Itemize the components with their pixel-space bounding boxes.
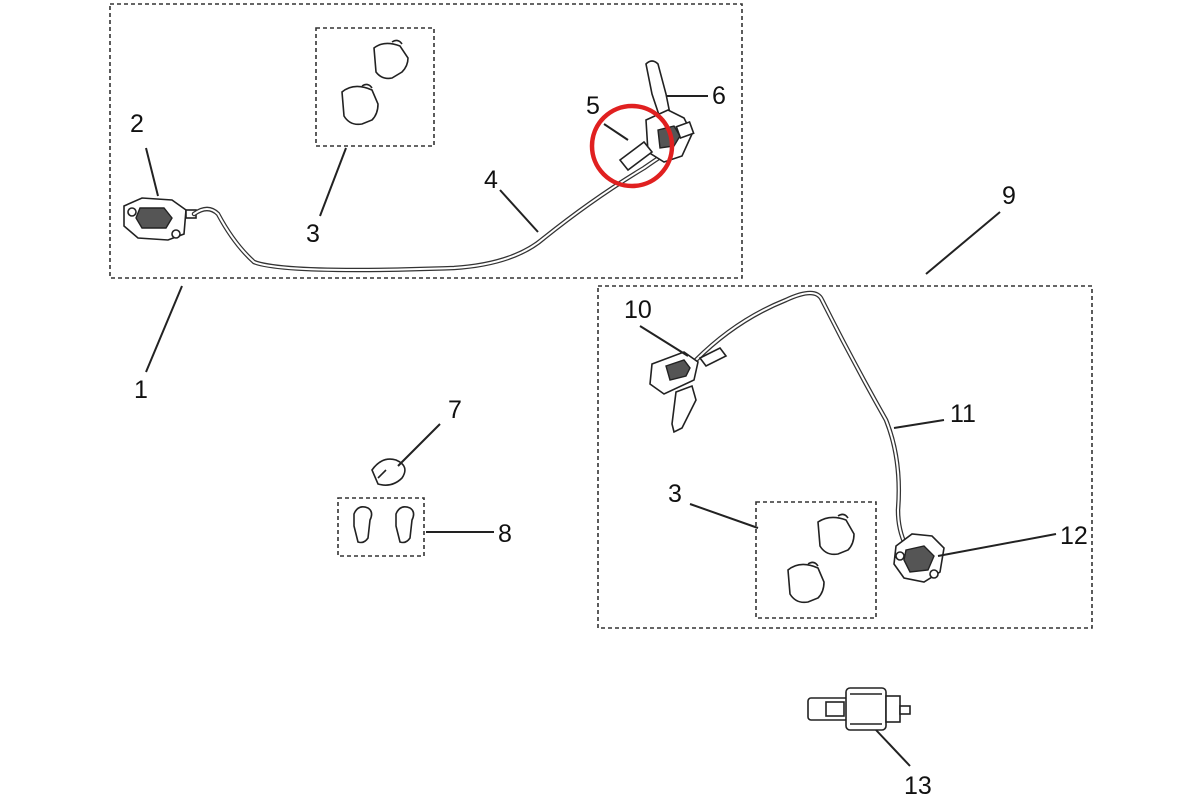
brake-caliper-icon[interactable] (123, 197, 197, 241)
callout-labels: 1 2 3 4 5 6 7 8 9 10 11 12 3 13 (130, 82, 1088, 800)
callout-1: 1 (134, 376, 148, 404)
callout-8: 8 (498, 520, 512, 548)
brake-lever-icon[interactable] (649, 346, 728, 434)
front-brake-assembly-box[interactable] (109, 3, 743, 279)
brake-light-switch-icon[interactable] (807, 687, 911, 731)
hose-clip-icon[interactable] (371, 458, 406, 486)
leader-7 (397, 423, 441, 467)
callout-4: 4 (484, 166, 498, 194)
highlight-circle (589, 103, 675, 189)
leader-13 (875, 729, 911, 767)
brake-pad-icon (787, 513, 855, 604)
clip-set-box[interactable] (337, 497, 425, 557)
callout-3-rear: 3 (668, 480, 682, 508)
pad-set-box-rear[interactable] (755, 501, 877, 619)
callout-3-front: 3 (306, 220, 320, 248)
clip-set-icon (353, 506, 415, 544)
brake-lever-icon[interactable] (618, 60, 695, 172)
pad-set-box-front[interactable] (315, 27, 435, 147)
callout-5: 5 (586, 92, 600, 120)
rear-brake-assembly-box[interactable] (597, 285, 1093, 629)
callout-9: 9 (1002, 182, 1016, 210)
callout-12: 12 (1060, 522, 1088, 550)
brake-pad-icon (341, 39, 409, 126)
front-brake-assembly-group (109, 3, 743, 279)
callout-2: 2 (130, 110, 144, 138)
callout-11: 11 (950, 400, 976, 428)
rear-brake-assembly-group (597, 285, 1093, 629)
callout-6: 6 (712, 82, 726, 110)
callout-13: 13 (904, 772, 932, 800)
brake-hose-icon[interactable] (191, 147, 675, 273)
callout-10: 10 (624, 296, 652, 324)
callout-7: 7 (448, 396, 462, 424)
leader-lines-rear (639, 211, 1057, 557)
leader-lines-front (145, 95, 708, 373)
brake-caliper-icon[interactable] (893, 533, 945, 583)
brake-hose-icon[interactable] (693, 290, 909, 549)
